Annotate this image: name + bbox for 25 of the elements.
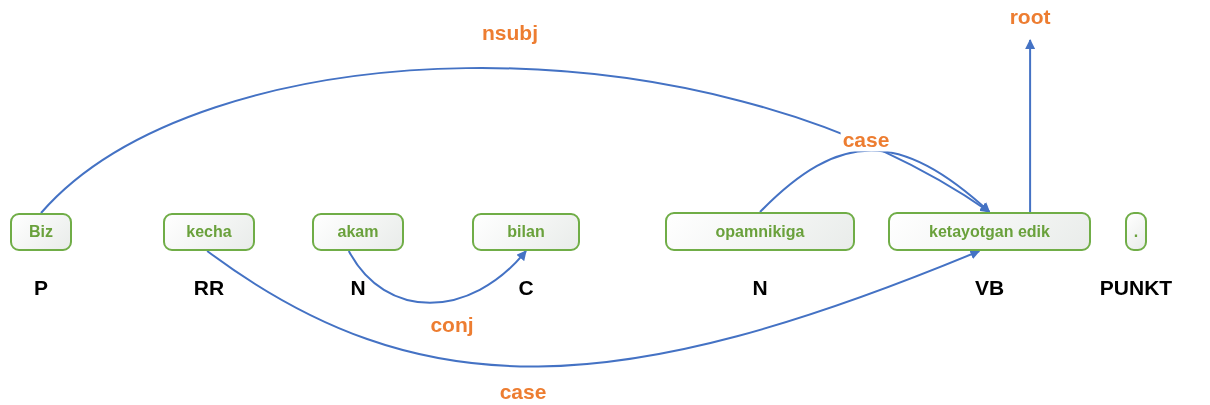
dependency-arrow — [347, 250, 527, 304]
pos-tag: RR — [193, 276, 225, 300]
dependency-arrow — [1025, 39, 1036, 213]
pos-tag: N — [350, 276, 366, 300]
word-text: ketayotgan edik — [929, 222, 1050, 241]
word-text: akam — [337, 223, 379, 241]
pos-tag: PUNKT — [1099, 276, 1173, 300]
pos-tag: VB — [974, 276, 1005, 300]
dependency-arrow — [206, 249, 981, 368]
word-box — [312, 213, 404, 251]
word-box — [1125, 212, 1147, 251]
pos-tag: C — [518, 276, 534, 300]
dependency-arrow — [759, 149, 991, 213]
word-text: bilan — [507, 223, 545, 241]
word-text: kecha — [186, 223, 232, 241]
word-text: opamnikiga — [715, 222, 805, 241]
word-text: . — [1133, 222, 1139, 241]
word-box — [665, 212, 855, 251]
word-box — [472, 213, 580, 251]
pos-tag: N — [752, 276, 768, 300]
word-box — [163, 213, 255, 251]
word-box — [888, 212, 1091, 251]
pos-tag: P — [34, 276, 48, 300]
word-box — [10, 213, 72, 251]
word-text: Biz — [29, 223, 53, 241]
